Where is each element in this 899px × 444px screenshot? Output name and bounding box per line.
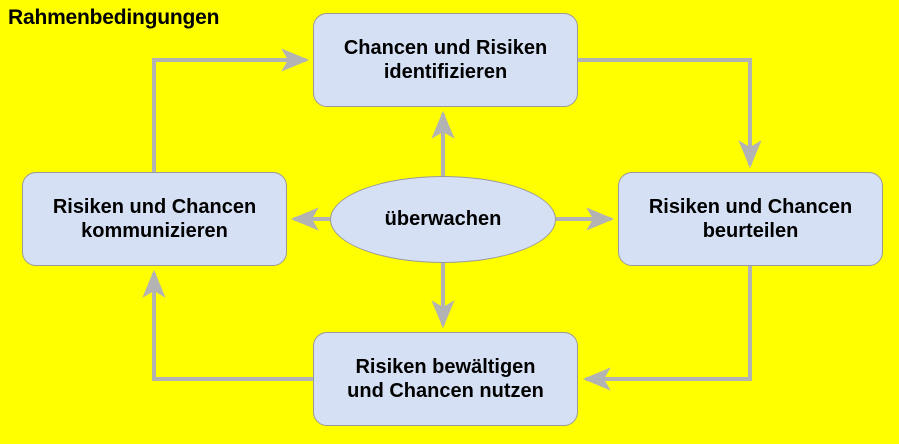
node-monitor[interactable]: überwachen (330, 176, 556, 263)
node-label-line1: Risiken bewältigen (355, 355, 536, 378)
node-label: überwachen (384, 208, 502, 230)
node-label-line2: beurteilen (702, 220, 799, 242)
node-label-line1: Risiken und Chancen (648, 195, 853, 218)
connector-top-to-right (578, 58, 762, 169)
node-label-line2: und Chancen nutzen (347, 380, 544, 402)
diagram-title: Rahmenbedingungen (8, 6, 220, 29)
node-label-line2: kommunizieren (81, 220, 228, 242)
connector-bottom-to-left (142, 269, 313, 381)
node-label-line1: Risiken und Chancen (52, 195, 257, 218)
node-label-line2: identifizieren (383, 61, 508, 83)
connector-left-to-top (152, 48, 310, 172)
connector-right-to-bottom (582, 266, 752, 391)
node-label-line1: Chancen und Risiken (343, 36, 548, 59)
